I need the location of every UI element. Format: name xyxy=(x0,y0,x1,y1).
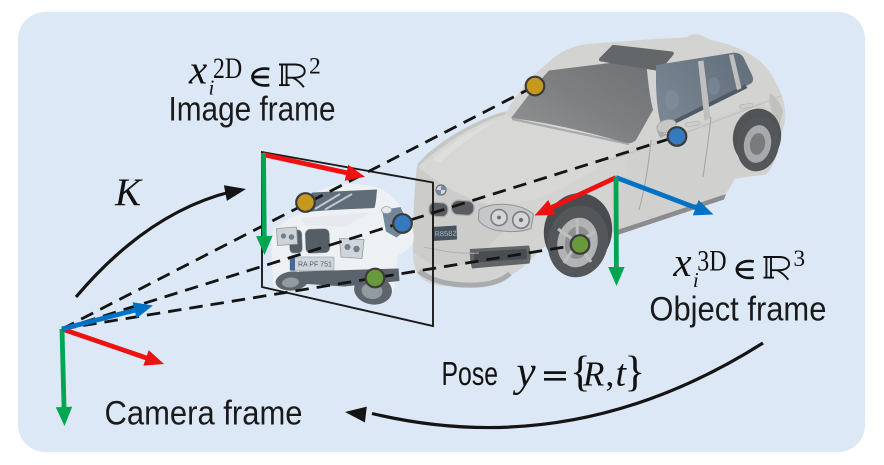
svg-text:i: i xyxy=(693,268,699,292)
svg-text:,: , xyxy=(606,354,615,393)
svg-text:y: y xyxy=(513,348,537,395)
svg-text:3D: 3D xyxy=(697,245,726,278)
svg-text:2: 2 xyxy=(309,53,321,78)
svg-text:2D: 2D xyxy=(213,52,242,85)
svg-text:x: x xyxy=(672,239,691,285)
svg-text:{: { xyxy=(570,349,591,396)
svg-text:Camera frame: Camera frame xyxy=(105,395,303,433)
svg-text:R: R xyxy=(582,354,604,393)
svg-text:K: K xyxy=(114,171,143,214)
svg-text:x: x xyxy=(188,47,207,93)
svg-text:i: i xyxy=(209,76,215,100)
svg-text:Object frame: Object frame xyxy=(649,291,826,329)
svg-text:3: 3 xyxy=(793,246,805,271)
svg-text:Pose: Pose xyxy=(442,356,499,393)
svg-text:R8582: R8582 xyxy=(434,229,456,239)
svg-text:RA PF 751: RA PF 751 xyxy=(298,262,332,269)
svg-text:}: } xyxy=(625,349,646,396)
svg-text:Image frame: Image frame xyxy=(169,91,336,129)
svg-text:t: t xyxy=(616,352,628,394)
